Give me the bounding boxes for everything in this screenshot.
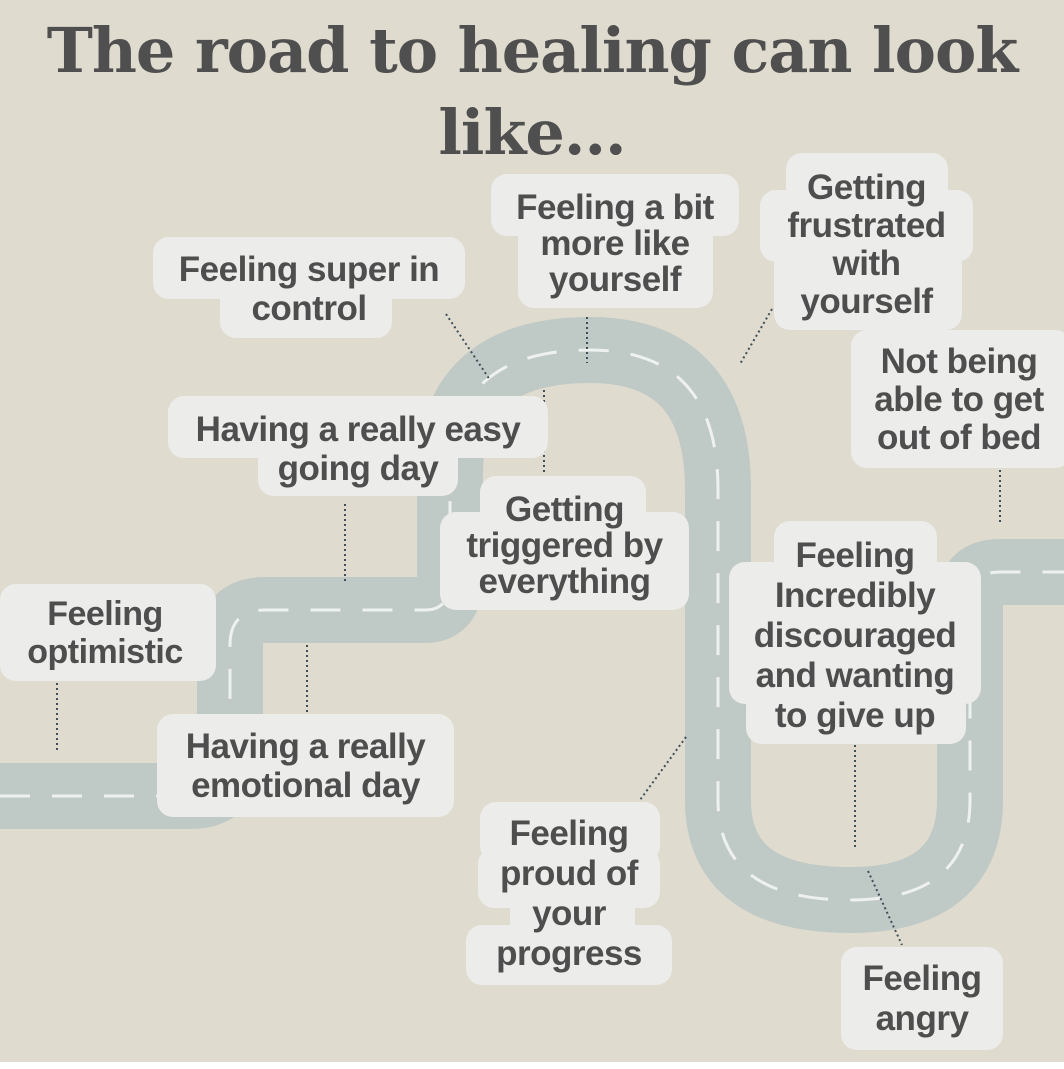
label-triggered-bg-bottom — [440, 512, 689, 610]
label-angry-bg — [841, 947, 1003, 1050]
label-frustrated: Getting frustrated with yourself — [787, 168, 946, 321]
label-optimistic: Feeling optimistic — [27, 594, 183, 671]
label-discouraged: Feeling Incredibly discouraged and wanti… — [753, 536, 957, 735]
label-discouraged-bg-3 — [746, 690, 966, 744]
label-proud: Feeling proud of your progress — [496, 814, 642, 973]
road-center-line — [0, 348, 1064, 902]
label-easy-going-day-bg-bottom — [258, 440, 458, 496]
label-super-in-control: Feeling super in control — [178, 250, 440, 328]
label-super-in-control-bg-bottom — [220, 282, 392, 338]
connector-proud — [639, 736, 687, 801]
label-like-yourself-bg-bottom — [518, 220, 713, 308]
label-emotional-day: Having a really emotional day — [185, 726, 426, 805]
label-frustrated-bg-3 — [774, 248, 962, 330]
label-out-of-bed: Not being able to get out of bed — [874, 342, 1044, 457]
label-triggered: Getting triggered by everything — [466, 490, 663, 601]
label-like-yourself: Feeling a bit more like yourself — [516, 188, 714, 299]
label-easy-going-day: Having a really easy going day — [195, 410, 521, 488]
connector-super-in-control — [445, 313, 491, 381]
label-discouraged-bg-2 — [729, 562, 981, 704]
label-optimistic-bg — [0, 584, 216, 681]
connector-angry — [867, 870, 903, 946]
label-emotional-day-bg — [157, 714, 454, 817]
label-out-of-bed-bg — [851, 330, 1064, 468]
label-angry: Feeling angry — [862, 959, 982, 1038]
connector-frustrated — [739, 308, 773, 365]
label-proud-bg-4 — [466, 925, 672, 985]
page-title: The road to healing can look like... — [46, 14, 1019, 169]
